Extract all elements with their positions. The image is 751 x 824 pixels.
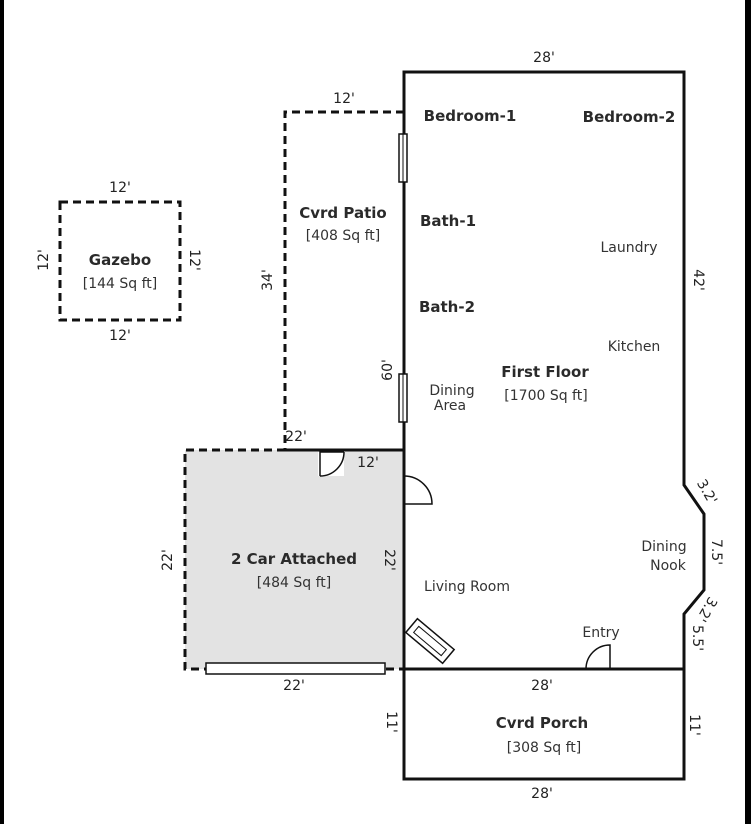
patio-dim-bottom: 22'	[285, 429, 307, 445]
dining-nook-label-2: Nook	[650, 558, 687, 574]
entry-door	[585, 644, 611, 670]
house-dim-left-upper: 60'	[380, 359, 396, 381]
dining-area-label-1: Dining	[429, 383, 474, 399]
gazebo-label: Gazebo	[89, 251, 151, 269]
house-dim-top: 28'	[533, 50, 555, 66]
gazebo-dim-bottom: 12'	[109, 328, 131, 344]
patio-area: [408 Sq ft]	[306, 228, 381, 244]
garage-dim-bottom: 22'	[283, 678, 305, 694]
garage-fill	[185, 450, 404, 669]
garage-label: 2 Car Attached	[231, 550, 357, 568]
garage-door	[205, 662, 386, 675]
entry-label: Entry	[582, 625, 619, 641]
laundry-label: Laundry	[600, 240, 657, 256]
dining-area-label-2: Area	[434, 398, 466, 414]
garage-outline	[183, 448, 404, 671]
gazebo-dim-right: 12'	[186, 249, 202, 271]
bedroom1-label: Bedroom-1	[424, 107, 517, 125]
gazebo-dim-top: 12'	[109, 180, 131, 196]
first-floor-label: First Floor	[501, 363, 589, 381]
gazebo-outline	[58, 200, 182, 322]
garage-dim-right: 22'	[381, 549, 397, 571]
porch-label: Cvrd Porch	[496, 714, 588, 732]
dining-nook-label-1: Dining	[641, 539, 686, 555]
bath2-label: Bath-2	[419, 298, 475, 316]
patio-label: Cvrd Patio	[299, 204, 386, 222]
bedroom2-label: Bedroom-2	[583, 108, 676, 126]
garage-area: [484 Sq ft]	[257, 575, 332, 591]
garage-swing-door	[318, 451, 345, 477]
paper-sheet	[4, 0, 745, 824]
house-garage-door	[403, 475, 433, 505]
porch-dim-left: 11'	[383, 711, 399, 733]
first-floor-area: [1700 Sq ft]	[504, 388, 587, 404]
kitchen-label: Kitchen	[608, 339, 661, 355]
garage-dim-top-inner: 12'	[357, 455, 379, 471]
porch-dim-bottom: 28'	[531, 786, 553, 802]
bay-dim-right: 5.5'	[689, 625, 705, 651]
porch-area: [308 Sq ft]	[507, 740, 582, 756]
living-room-label: Living Room	[424, 579, 510, 595]
gazebo-dim-left: 12'	[36, 249, 52, 271]
bay-dim-mid: 7.5'	[708, 539, 724, 565]
porch-dim-right: 11'	[686, 714, 702, 736]
gazebo-area: [144 Sq ft]	[83, 276, 158, 292]
porch-dim-top: 28'	[531, 678, 553, 694]
bath1-label: Bath-1	[420, 212, 476, 230]
garage-dim-left: 22'	[160, 549, 176, 571]
fireplace-icon	[404, 617, 456, 665]
patio-dim-left: 34'	[260, 269, 276, 291]
patio-dim-top: 12'	[333, 91, 355, 107]
porch-outline	[402, 667, 686, 781]
house-dim-right: 42'	[690, 269, 706, 291]
patio-outline	[283, 110, 404, 450]
